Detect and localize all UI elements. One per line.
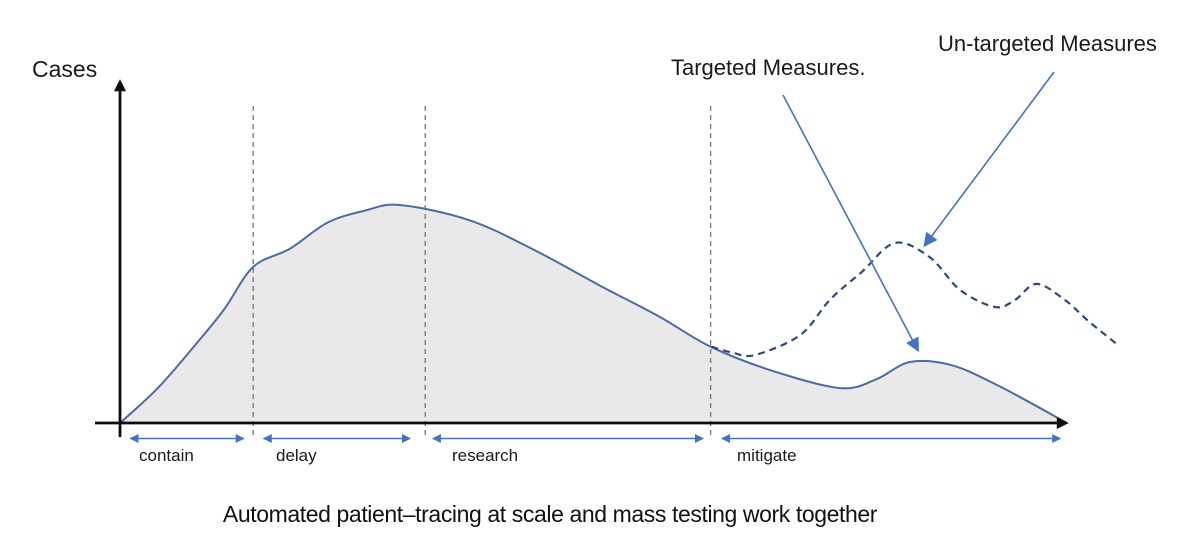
phase-label-mitigate: mitigate: [737, 446, 797, 465]
y-axis-label: Cases: [32, 56, 98, 82]
targeted-curve-fill: [120, 204, 1065, 423]
untargeted-curve-line: [711, 241, 1119, 358]
phase-label-contain: contain: [139, 446, 194, 465]
phase-label-research: research: [452, 446, 519, 465]
targeted-measures-label: Targeted Measures.: [671, 55, 866, 80]
figure-caption: Automated patient–tracing at scale and m…: [222, 501, 878, 527]
targeted-curve-line: [119, 203, 1066, 424]
targeted-measures-arrow: [782, 94, 919, 353]
untargeted-measures-arrow: [923, 71, 1055, 248]
phase-label-delay: delay: [276, 446, 317, 465]
untargeted-measures-label: Un-targeted Measures: [938, 31, 1157, 56]
generated-chart-geometry: [119, 106, 1119, 443]
